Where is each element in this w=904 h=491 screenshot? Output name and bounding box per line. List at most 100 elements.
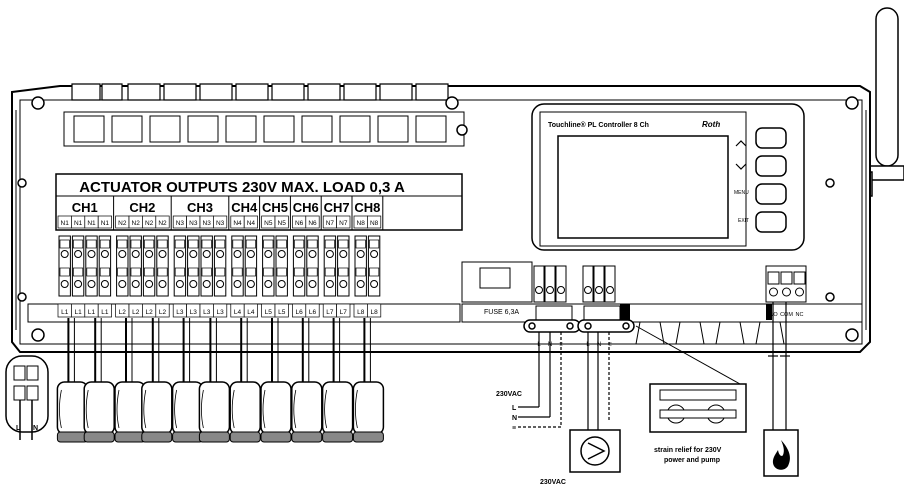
inset-l-label: L [16,425,21,432]
l-terminal-label: L3 [216,309,224,316]
l-terminal-label: L3 [203,309,211,316]
product-name: Touchline® PL Controller 8 Ch [548,121,649,129]
actuator-icon [56,381,89,443]
l-terminal-label: L2 [119,309,127,316]
actuator-icon [321,381,354,443]
supply-pe-label: ≡ [512,425,516,432]
fuse-label: FUSE 6,3A [484,309,519,316]
n-terminal-label: N2 [145,220,154,227]
brand-logo: Roth [702,120,720,129]
n-terminal-label: N7 [339,220,348,227]
flame-icon [763,429,799,477]
terminal [187,235,200,297]
supply-wiring [518,332,610,472]
down-button[interactable] [755,155,787,177]
power-terminal [533,265,545,303]
n-terminal-label: N5 [264,220,273,227]
menu-button[interactable] [755,183,787,205]
power-terminal [582,265,594,303]
l-terminal-label: L3 [190,309,198,316]
pump-icon [569,429,621,473]
exit-button[interactable] [755,211,787,233]
chevron-up-icon [735,140,747,147]
terminal [213,235,227,297]
n-terminal-label: N4 [247,220,256,227]
l-terminal-label: L7 [340,309,348,316]
power-terminal [555,265,567,303]
antenna-icon [855,7,904,197]
l-terminal-label: L2 [132,309,140,316]
actuator-icon [352,381,385,443]
n-terminal-label: N2 [132,220,141,227]
relay-terminals [765,265,807,303]
power-terminal-label: ≡ [608,342,612,348]
relay-label: COM [780,312,793,318]
l-terminal-label: L2 [159,309,167,316]
inset-n-label: N [33,425,38,432]
terminal [156,235,169,297]
n-terminal-label: N1 [61,220,70,227]
n-terminal-label: N6 [295,220,304,227]
n-terminal-label: N4 [233,220,242,227]
n-terminal-label: N8 [370,220,379,227]
l-terminal-label: L6 [295,309,303,316]
menu-label: MENU [734,190,749,196]
l-terminal-label: L1 [61,309,69,316]
terminal [323,235,337,297]
l-terminal-label: L3 [176,309,184,316]
channel-header: CH1 [72,200,98,215]
channel-header: CH7 [324,200,350,215]
up-button[interactable] [755,127,787,149]
actuators [56,318,385,443]
actuator-icon [83,381,115,443]
channel-header: CH2 [129,200,155,215]
terminal [58,235,71,297]
terminal [244,235,258,297]
l-terminal-label: L6 [309,309,317,316]
terminal [116,235,129,297]
boiler-relay-wiring [768,302,790,430]
terminal [142,235,156,297]
terminal [337,235,350,297]
l-terminal-label: L1 [101,309,109,316]
supply-l-label: L [512,405,517,412]
l-terminal-label: L4 [247,309,255,316]
terminal [200,235,213,297]
strain-relief-line2: power and pump [664,457,720,464]
terminal [275,235,288,297]
n-terminal-label: N6 [308,220,317,227]
actuator-icon [198,381,231,443]
terminal [71,235,85,297]
power-terminal [544,265,556,303]
pump-voltage-label: 230VAC [540,479,566,486]
n-terminal-label: N3 [176,220,185,227]
power-terminal-label: N [597,342,601,348]
terminal [231,235,244,297]
supply-n-label: N [512,415,517,422]
actuator-icon [291,381,323,443]
channel-header: CH6 [293,200,319,215]
terminal [173,235,187,297]
l-terminal-label: L1 [88,309,96,316]
relay-label: NO [769,312,778,318]
channel-header: CH8 [354,200,380,215]
chevron-down-icon [735,163,747,170]
n-terminal-label: N5 [278,220,287,227]
n-terminal-label: N2 [118,220,127,227]
terminal [354,235,367,297]
l-terminal-label: L5 [265,309,273,316]
wiring-inset: L N [5,355,49,440]
terminal [367,235,381,297]
n-terminal-label: N8 [357,220,366,227]
terminal [292,235,306,297]
actuator-icon [114,381,146,443]
strain-relief-line1: strain relief for 230V [654,447,722,454]
n-terminal-label: N1 [101,220,110,227]
terminal [85,235,98,297]
l-terminal-label: L8 [370,309,378,316]
